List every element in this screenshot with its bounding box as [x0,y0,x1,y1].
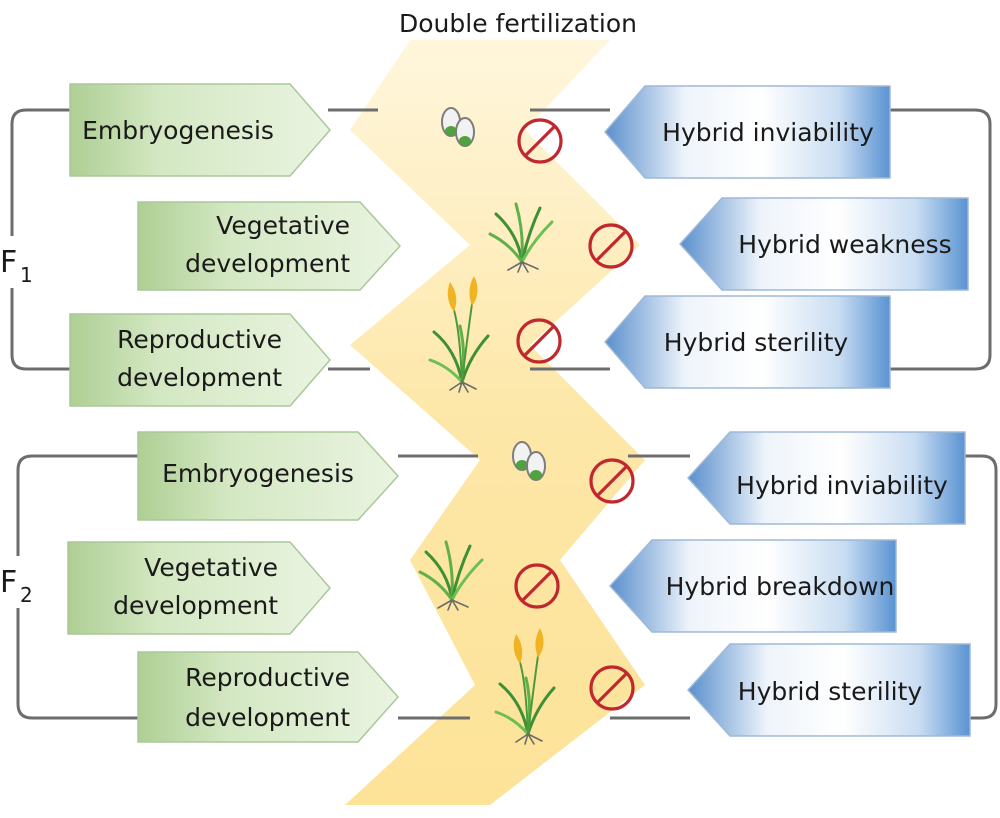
svg-text:Vegetative: Vegetative [144,553,278,582]
f2-stage-vegetative: Vegetative development [67,541,331,635]
svg-text:Embryogenesis: Embryogenesis [82,116,274,145]
svg-text:development: development [185,703,350,732]
f2-label: F 2 [0,556,36,608]
svg-text:F: F [0,565,17,600]
svg-text:Hybrid weakness: Hybrid weakness [738,230,951,259]
svg-text:F: F [0,245,17,280]
f2-barrier-inviability: Hybrid inviability [686,431,966,525]
svg-text:2: 2 [20,583,33,607]
f1-seedling-icon [488,202,554,273]
svg-text:development: development [113,591,278,620]
f1-label: F 1 [0,236,36,288]
f1-reproductive-prohibited-icon [516,318,562,364]
svg-text:1: 1 [20,263,33,287]
f2-reproductive-prohibited-icon [589,665,635,711]
f2-barrier-sterility: Hybrid sterility [686,643,971,737]
f1-vegetative-prohibited-icon [588,223,634,269]
f1-barrier-weakness: Hybrid weakness [678,197,969,291]
fertilization-band [345,40,645,805]
svg-text:Reproductive: Reproductive [185,663,350,692]
f1-seed-icon [441,107,475,147]
svg-text:development: development [117,363,282,392]
svg-text:Hybrid inviability: Hybrid inviability [662,118,874,147]
f2-seed-icon [512,441,546,481]
svg-text:Embryogenesis: Embryogenesis [162,459,354,488]
f2-vegetative-prohibited-icon [514,563,560,609]
svg-text:Hybrid breakdown: Hybrid breakdown [666,572,895,601]
f2-barrier-breakdown: Hybrid breakdown [608,539,897,633]
f2-stage-embryogenesis: Embryogenesis [137,431,400,521]
svg-text:Hybrid sterility: Hybrid sterility [738,677,923,706]
f1-embryogenesis-prohibited-icon [517,118,563,164]
f2-stage-reproductive: Reproductive development [137,651,400,743]
f1-stage-vegetative: Vegetative development [137,201,402,291]
f2-embryogenesis-prohibited-icon [589,458,635,504]
diagram-title: Double fertilization [399,9,637,38]
svg-text:Hybrid sterility: Hybrid sterility [664,328,849,357]
svg-text:Vegetative: Vegetative [216,211,350,240]
svg-text:development: development [185,249,350,278]
f1-stage-embryogenesis: Embryogenesis [69,83,331,177]
f2-flowering-plant-icon [494,628,556,745]
f1-flowering-plant-icon [428,276,490,393]
f2-bracket-right [965,454,998,720]
f2-seedling-icon [418,540,484,611]
f1-bracket-right [890,108,992,371]
f1-barrier-sterility: Hybrid sterility [604,295,891,389]
svg-text:Hybrid inviability: Hybrid inviability [736,471,948,500]
svg-text:Reproductive: Reproductive [117,325,282,354]
f1-barrier-inviability: Hybrid inviability [604,85,891,179]
f1-stage-reproductive: Reproductive development [69,313,331,407]
